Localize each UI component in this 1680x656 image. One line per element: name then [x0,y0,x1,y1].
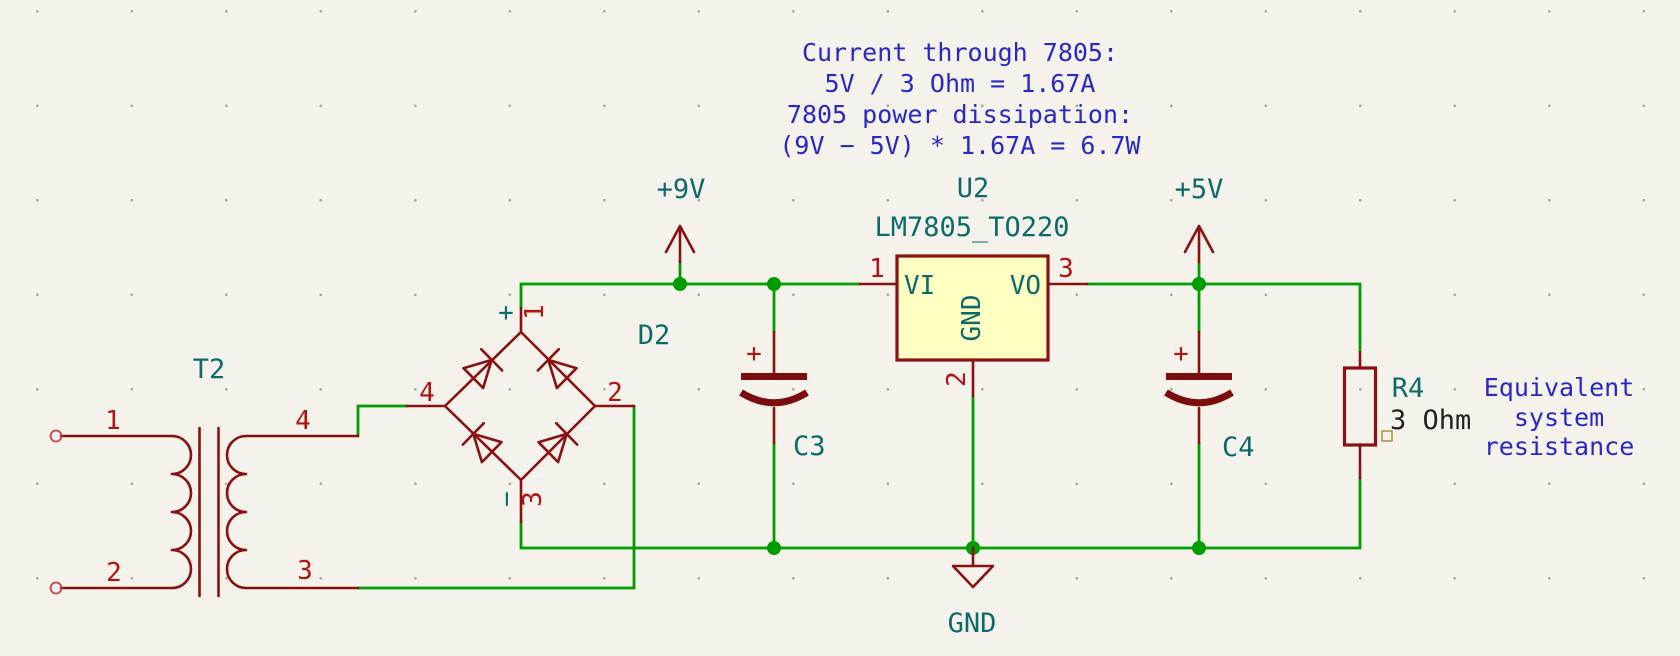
diode-cathode-bar [536,347,561,372]
bridge-pin1-number: 1 [520,304,550,320]
transformer-pin3-number: 3 [297,556,313,586]
wires [356,260,1362,590]
power-label-9v[interactable]: +9V [657,174,706,205]
bridge-pin4-number: 4 [419,378,435,408]
power-arrow-head [664,224,696,254]
note-line: (9V − 5V) * 1.67A = 6.7W [779,131,1141,160]
capacitor-reference[interactable]: C3 [793,431,826,462]
transformer-t2[interactable]: T2 1 2 4 3 [49,354,360,598]
diode-cathode-bar [479,347,504,372]
bridge-diamond [443,330,597,482]
note-load[interactable]: Equivalent system resistance [1484,373,1635,461]
capacitor-bottom-plate [1164,389,1234,407]
ground-triangle [951,564,995,589]
note-line: Equivalent [1484,373,1635,402]
junction-dot [767,277,781,291]
transformer-pin1-number: 1 [105,406,121,436]
diode-triangle [472,432,503,464]
diode-triangle [547,358,578,390]
power-arrow-head [1183,224,1215,254]
power-label-5v[interactable]: +5V [1175,174,1224,205]
junction-dot [673,277,687,291]
power-flag-9v[interactable]: +9V [657,174,706,264]
junction-dot [1192,277,1206,291]
capacitor-bottom-plate [739,389,809,407]
transformer-secondary-winding [225,434,248,590]
bridge-reference[interactable]: D2 [638,320,671,351]
field-anchor-square [1381,430,1393,442]
note-line: 5V / 3 Ohm = 1.67A [825,69,1096,98]
note-line: Current through 7805: [802,38,1118,67]
junction-dot [767,541,781,555]
capacitor-polarity-plus: + [746,339,762,369]
wire-ac-right[interactable] [356,404,636,590]
capacitor-polarity-plus: + [1173,339,1189,369]
transformer-primary-winding [170,434,193,590]
pin-end-circle [49,581,63,595]
regulator-pin1-number: 1 [869,254,885,284]
regulator-pin2-number: 2 [942,371,972,387]
power-flag-5v[interactable]: +5V [1175,174,1224,264]
ground-label[interactable]: GND [948,608,997,639]
ground-symbol[interactable]: GND [948,546,997,639]
capacitor-c3[interactable]: + C3 [739,330,826,462]
transformer-pin2-number: 2 [106,558,122,588]
transformer-pin4-number: 4 [295,406,311,436]
diode-triangle [462,358,493,390]
diode-cathode-bar [554,421,579,446]
bridge-pin3-number: 3 [518,491,548,507]
regulator-gnd-name: GND [957,295,987,342]
resistor-reference[interactable]: R4 [1392,373,1425,404]
transformer-core [198,426,220,598]
transformer-reference[interactable]: T2 [193,354,226,385]
capacitor-reference[interactable]: C4 [1222,432,1255,463]
regulator-vo-name: VO [1010,271,1041,301]
resistor-r4[interactable]: R4 3 Ohm [1342,350,1472,480]
capacitor-c4[interactable]: + C4 [1164,330,1255,463]
junctions [673,277,1206,555]
wire-top-rail-left[interactable] [519,282,862,310]
wire-bottom-rail[interactable] [519,476,1362,550]
bridge-minus-name: − [492,491,522,507]
diode-cathode-bar [461,421,486,446]
resistor-value[interactable]: 3 Ohm [1390,405,1471,436]
bridge-pin2-number: 2 [607,378,623,408]
regulator-value[interactable]: LM7805_TO220 [874,212,1069,243]
bridge-rectifier-d2[interactable]: D2 + 1 4 2 − 3 [405,298,671,524]
regulator-pin3-number: 3 [1058,254,1074,284]
bridge-plus-name: + [498,298,514,328]
regulator-u2[interactable]: U2 LM7805_TO220 VI VO GND 1 3 2 [858,173,1089,398]
note-line: resistance [1484,432,1635,461]
regulator-reference[interactable]: U2 [957,173,990,204]
note-calculation[interactable]: Current through 7805: 5V / 3 Ohm = 1.67A… [779,38,1141,160]
resistor-body [1342,366,1378,447]
wire-ac-left[interactable] [356,404,409,438]
diode-triangle [537,432,568,464]
pin-end-circle [49,429,63,443]
wire-top-rail-right[interactable] [1085,282,1362,354]
note-line: system [1514,403,1604,432]
note-line: 7805 power dissipation: [787,100,1133,129]
junction-dot [1192,541,1206,555]
regulator-vi-name: VI [904,271,935,301]
